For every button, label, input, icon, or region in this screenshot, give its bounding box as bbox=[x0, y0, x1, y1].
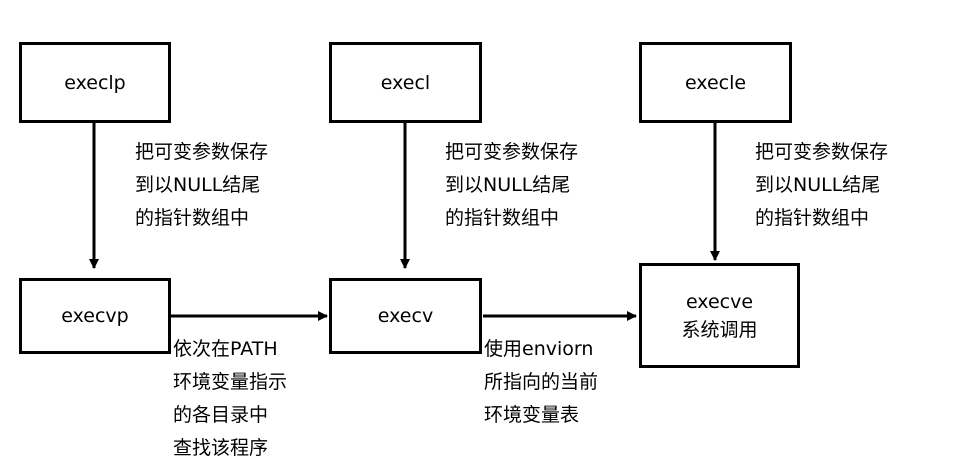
node-execve-sublabel: 系统调用 bbox=[681, 318, 758, 341]
annotation-line: 依次在PATH bbox=[173, 338, 278, 360]
annotation-line: 到以NULL结尾 bbox=[755, 174, 881, 196]
node-execl: execl bbox=[329, 42, 482, 123]
node-execve: execve 系统调用 bbox=[639, 263, 800, 368]
node-execv-label: execv bbox=[377, 305, 434, 327]
node-execvp-label: execvp bbox=[61, 305, 129, 327]
annotation-line: 把可变参数保存 bbox=[135, 141, 269, 163]
annotation-line: 把可变参数保存 bbox=[755, 141, 889, 163]
node-execv: execv bbox=[329, 278, 482, 354]
node-execle: execle bbox=[639, 42, 792, 123]
annotation-line: 的指针数组中 bbox=[135, 207, 250, 229]
annotation-line: 环境变量表 bbox=[484, 404, 580, 426]
annotation-line: 到以NULL结尾 bbox=[135, 174, 261, 196]
annotation-line: 使用enviorn bbox=[484, 338, 594, 360]
annotation-path-search: 依次在PATH 环境变量指示 的各目录中 查找该程序 bbox=[173, 333, 287, 465]
annotation-line: 查找该程序 bbox=[173, 437, 269, 459]
annotation-pack-args-execle: 把可变参数保存 到以NULL结尾 的指针数组中 bbox=[755, 136, 888, 235]
node-execve-label: execve bbox=[685, 290, 754, 313]
node-execlp-label: execlp bbox=[64, 71, 126, 94]
annotation-environ-use: 使用enviorn 所指向的当前 环境变量表 bbox=[484, 333, 598, 432]
annotation-line: 的各目录中 bbox=[173, 404, 269, 426]
node-execl-label: execl bbox=[380, 71, 431, 94]
annotation-line: 到以NULL结尾 bbox=[445, 174, 571, 196]
node-execvp: execvp bbox=[19, 278, 171, 354]
annotation-line: 把可变参数保存 bbox=[445, 141, 579, 163]
annotation-line: 的指针数组中 bbox=[755, 207, 870, 229]
annotation-pack-args-execl: 把可变参数保存 到以NULL结尾 的指针数组中 bbox=[445, 136, 578, 235]
node-execlp: execlp bbox=[19, 42, 171, 123]
annotation-pack-args-execlp: 把可变参数保存 到以NULL结尾 的指针数组中 bbox=[135, 136, 268, 235]
node-execle-label: execle bbox=[684, 71, 747, 94]
annotation-line: 所指向的当前 bbox=[484, 371, 599, 393]
annotation-line: 环境变量指示 bbox=[173, 371, 288, 393]
annotation-line: 的指针数组中 bbox=[445, 207, 560, 229]
